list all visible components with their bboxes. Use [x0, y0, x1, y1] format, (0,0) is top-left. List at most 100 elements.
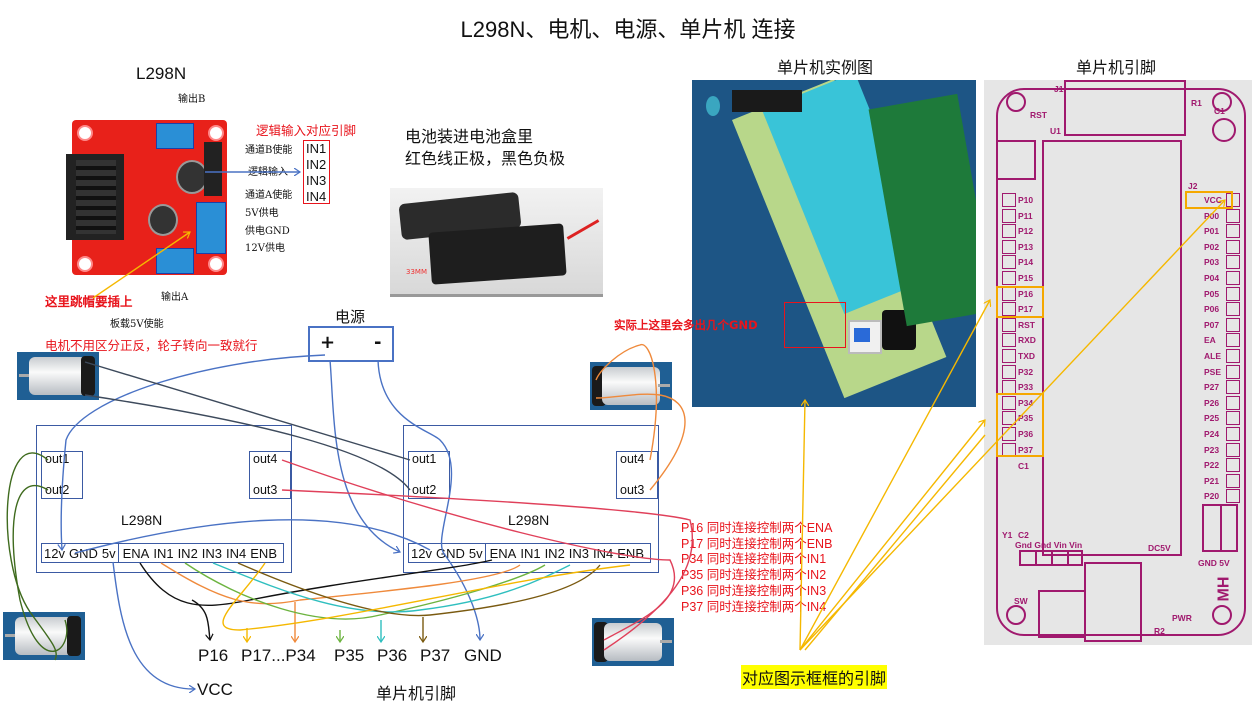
highlight-p16-p17	[996, 286, 1044, 318]
pin-pad	[1002, 333, 1016, 348]
pin-pad	[1002, 255, 1016, 270]
pin-pad	[1002, 317, 1016, 332]
driver2-pin-ena[interactable]: ENA	[489, 545, 517, 561]
pin-label: PSE	[1204, 366, 1222, 377]
driver2-outs-right: out4 out3	[616, 451, 658, 499]
driver2-pin-in1[interactable]: IN1	[520, 545, 541, 561]
silk-sw: SW	[1014, 596, 1028, 606]
driver2-pin-enb[interactable]: ENB	[617, 545, 644, 561]
pin-pad	[1226, 193, 1240, 207]
pin-pad	[1226, 458, 1240, 473]
driver1-pin-in2[interactable]: IN2	[177, 545, 198, 561]
pin-label: P26	[1204, 397, 1220, 408]
pin-note: P37 同时连接控制两个IN4	[681, 599, 827, 614]
driver2-pin-in3[interactable]: IN3	[568, 545, 590, 561]
battery-note-line1: 电池装进电池盒里	[405, 127, 534, 146]
silk-mh: MH	[1215, 576, 1233, 602]
driver1-pin-ena[interactable]: ENA	[122, 545, 150, 561]
pin-pad	[1226, 411, 1240, 426]
pcb-right-pin: P20	[1188, 489, 1246, 504]
driver2-pin-in2[interactable]: IN2	[544, 545, 565, 561]
pin-pad	[1226, 208, 1240, 223]
pin-label: P23	[1204, 444, 1220, 455]
pin-label: P27	[1204, 382, 1220, 393]
driver1-pin-12v[interactable]: 12v	[44, 545, 65, 561]
page-title: L298N、电机、电源、单片机 连接	[460, 17, 796, 42]
driver1-out4[interactable]: out4	[253, 452, 278, 466]
gnd-highlight-box	[784, 302, 846, 348]
mcu-photo-heading: 单片机实例图	[777, 58, 874, 77]
motor-top-right	[590, 362, 672, 410]
pin-pad	[1226, 286, 1240, 301]
driver1-out1[interactable]: out1	[45, 452, 70, 466]
pin-note: P35 同时连接控制两个IN2	[681, 568, 827, 583]
driver2-out1[interactable]: out1	[412, 452, 437, 466]
pin-pad	[1226, 271, 1240, 285]
pcb-hole	[1006, 605, 1026, 625]
driver2-pin-in4[interactable]: IN4	[593, 545, 614, 561]
silk-gnd-vin: Gnd Gnd Vin Vin	[1015, 540, 1083, 550]
terminal-output-a	[156, 248, 194, 274]
driver1-out2[interactable]: out2	[45, 483, 70, 497]
pin-pad	[1226, 239, 1240, 254]
header-connector	[732, 90, 802, 112]
battery-red-wire	[566, 219, 600, 240]
jumper-note: 这里跳帽要插上	[45, 294, 133, 309]
mount-hole	[208, 125, 224, 141]
channel-a-enable-label: 通道A使能	[245, 190, 293, 201]
pin-pad	[1226, 224, 1240, 239]
pcb-left-pin: P14	[1002, 255, 1044, 270]
mount-hole	[208, 256, 224, 272]
pin-label: RXD	[1018, 335, 1036, 346]
power-minus-terminal[interactable]: -	[374, 332, 382, 353]
pcb-right-pin: P07	[1188, 317, 1246, 333]
onboard-5v-enable-label: 板载5V使能	[110, 319, 164, 330]
pin-label: P07	[1204, 319, 1220, 330]
silk-c1b: C1	[1018, 461, 1029, 471]
pcb-right-pin: P01	[1188, 224, 1246, 239]
switch-button	[854, 328, 870, 342]
driver1-pin-gnd[interactable]: GND	[68, 545, 98, 561]
pin-pad	[1226, 380, 1240, 395]
mcu-photo	[692, 80, 976, 407]
pcb-left-pin: P13	[1002, 239, 1044, 255]
driver2-out3[interactable]: out3	[620, 483, 645, 497]
pin-label: P20	[1204, 491, 1220, 502]
driver2-label: L298N	[508, 512, 550, 528]
pin-pad	[1226, 473, 1240, 488]
driver1-pin-enb[interactable]: ENB	[250, 545, 277, 561]
driver1-pin-in1[interactable]: IN1	[153, 545, 174, 561]
driver1-outs-left: out1 out2	[41, 451, 83, 499]
driver1-pin-5v[interactable]: 5v	[101, 545, 116, 561]
pcb-left-pin: RXD	[1002, 333, 1044, 348]
mount-hole	[77, 256, 93, 272]
silk-u1: U1	[1050, 126, 1061, 136]
driver1-pin-in4[interactable]: IN4	[226, 545, 247, 561]
silk-r1: R1	[1191, 98, 1202, 108]
driver1-pin-in3[interactable]: IN3	[201, 545, 223, 561]
pin-label: P32	[1018, 366, 1034, 377]
pin-label: TXD	[1018, 351, 1035, 361]
pin-note: P36 同时连接控制两个IN3	[681, 583, 827, 598]
target-p37: P37	[420, 646, 451, 665]
driver1-out3[interactable]: out3	[253, 483, 278, 497]
highlight-note: 对应图示框框的引脚	[741, 665, 888, 689]
battery-dimension: 33MM	[406, 268, 427, 276]
motor-bottom-left	[3, 612, 85, 660]
pcb-left-pin: P32	[1002, 364, 1044, 380]
driver2-pin-5v[interactable]: 5v	[468, 545, 483, 561]
sw-outline	[1038, 590, 1086, 638]
power-plus-terminal[interactable]: +	[320, 332, 336, 353]
silk-c1: C1	[1214, 106, 1225, 116]
pin-note: P34 同时连接控制两个IN1	[681, 552, 827, 567]
pin-label: P11	[1018, 210, 1033, 221]
pcb-right-pin: P00	[1188, 208, 1246, 224]
driver2-pin-12v[interactable]: 12v	[411, 545, 432, 561]
12v-supply-label: 12V供电	[245, 243, 285, 254]
silk-r2: R2	[1154, 626, 1165, 636]
driver2-out4[interactable]: out4	[620, 452, 645, 466]
driver2-out2[interactable]: out2	[412, 483, 437, 497]
pin-label: P12	[1018, 226, 1034, 237]
driver2-pin-gnd[interactable]: GND	[435, 545, 465, 561]
driver2-outs-left: out1 out2	[408, 451, 450, 499]
